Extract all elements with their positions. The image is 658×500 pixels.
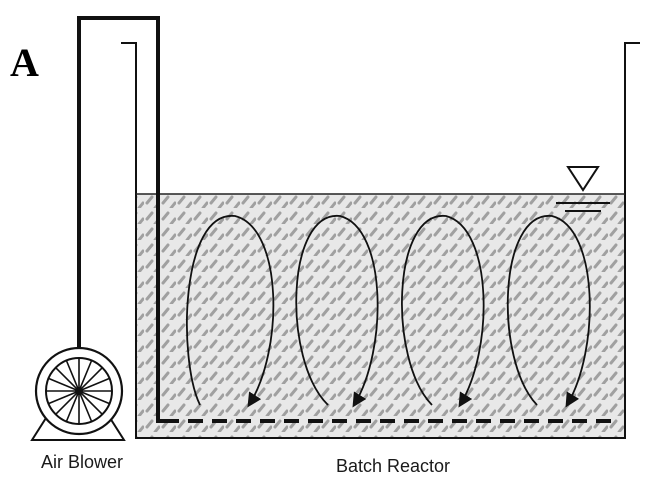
reactor-tank-walls <box>121 42 640 439</box>
blower-label: Air Blower <box>41 452 123 472</box>
circulation-cells <box>186 215 591 408</box>
panel-label: A <box>10 40 39 85</box>
circulation-cell-1 <box>186 215 275 408</box>
reactor-liquid <box>136 194 625 438</box>
circulation-cell-4 <box>506 215 591 408</box>
circulation-cell-2 <box>295 215 379 408</box>
blower-icon <box>30 346 126 441</box>
circulation-cell-3 <box>401 215 485 408</box>
air-pipe <box>77 16 164 423</box>
reactor-label: Batch Reactor <box>336 456 450 476</box>
water-level-icon <box>556 166 610 212</box>
